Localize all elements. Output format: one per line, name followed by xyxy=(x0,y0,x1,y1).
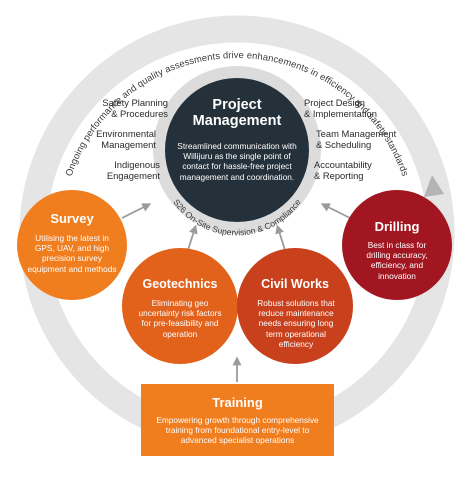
training-title: Training xyxy=(212,395,263,410)
geotechnics-circle xyxy=(122,248,238,364)
label-line: Indigenous xyxy=(114,159,160,170)
training-box xyxy=(141,384,334,456)
label-team-management: Team Management & Scheduling xyxy=(316,128,406,150)
arrow-geotechnics-to-center xyxy=(187,224,198,251)
arrow-drilling-to-center xyxy=(320,203,351,219)
label-line: & Implementation xyxy=(304,108,377,119)
drilling-description: Best in class for drilling accuracy, eff… xyxy=(366,240,428,281)
center-circle xyxy=(165,78,309,222)
label-line: Project Design xyxy=(304,97,365,108)
center-description: Streamlined communication with Willijuru… xyxy=(177,141,297,182)
label-line: & Procedures xyxy=(111,108,168,119)
label-line: & Reporting xyxy=(314,170,364,181)
arrow-survey-to-center xyxy=(121,203,152,219)
label-line: Management xyxy=(101,139,156,150)
label-line: Safety Planning xyxy=(102,97,168,108)
outer-ring-arrow xyxy=(424,175,444,197)
label-line: & Scheduling xyxy=(316,139,372,150)
label-line: Accountability xyxy=(314,159,372,170)
civil-works-circle xyxy=(237,248,353,364)
label-line: Environmental xyxy=(96,128,156,139)
center-title-line: Project xyxy=(212,97,262,113)
label-line: Team Management xyxy=(316,128,397,139)
label-accountability: Accountability & Reporting xyxy=(314,159,400,181)
civil-works-description: Robust solutions that reduce maintenance… xyxy=(257,298,335,349)
label-indigenous-engagement: Indigenous Engagement xyxy=(82,159,160,181)
label-line: Engagement xyxy=(106,170,160,181)
drilling-circle xyxy=(342,190,452,300)
arrow-civilworks-to-center xyxy=(275,224,286,251)
center-title-line: Management xyxy=(192,113,282,129)
training-description: Empowering growth through comprehensive … xyxy=(156,415,319,446)
survey-circle xyxy=(17,190,127,300)
drilling-title: Drilling xyxy=(374,219,420,234)
label-project-design: Project Design & Implementation xyxy=(304,97,394,119)
geotechnics-title: Geotechnics xyxy=(142,277,218,291)
survey-description: Utilising the latest in GPS, UAV, and hi… xyxy=(27,233,117,274)
center-title: Project Management xyxy=(177,97,297,129)
label-safety-planning: Safety Planning & Procedures xyxy=(82,97,168,119)
civil-works-title: Civil Works xyxy=(261,277,329,291)
survey-title: Survey xyxy=(50,211,94,226)
label-environmental-management: Environmental Management xyxy=(78,128,156,150)
geotechnics-description: Eliminating geo uncertainty risk factors… xyxy=(138,298,222,339)
